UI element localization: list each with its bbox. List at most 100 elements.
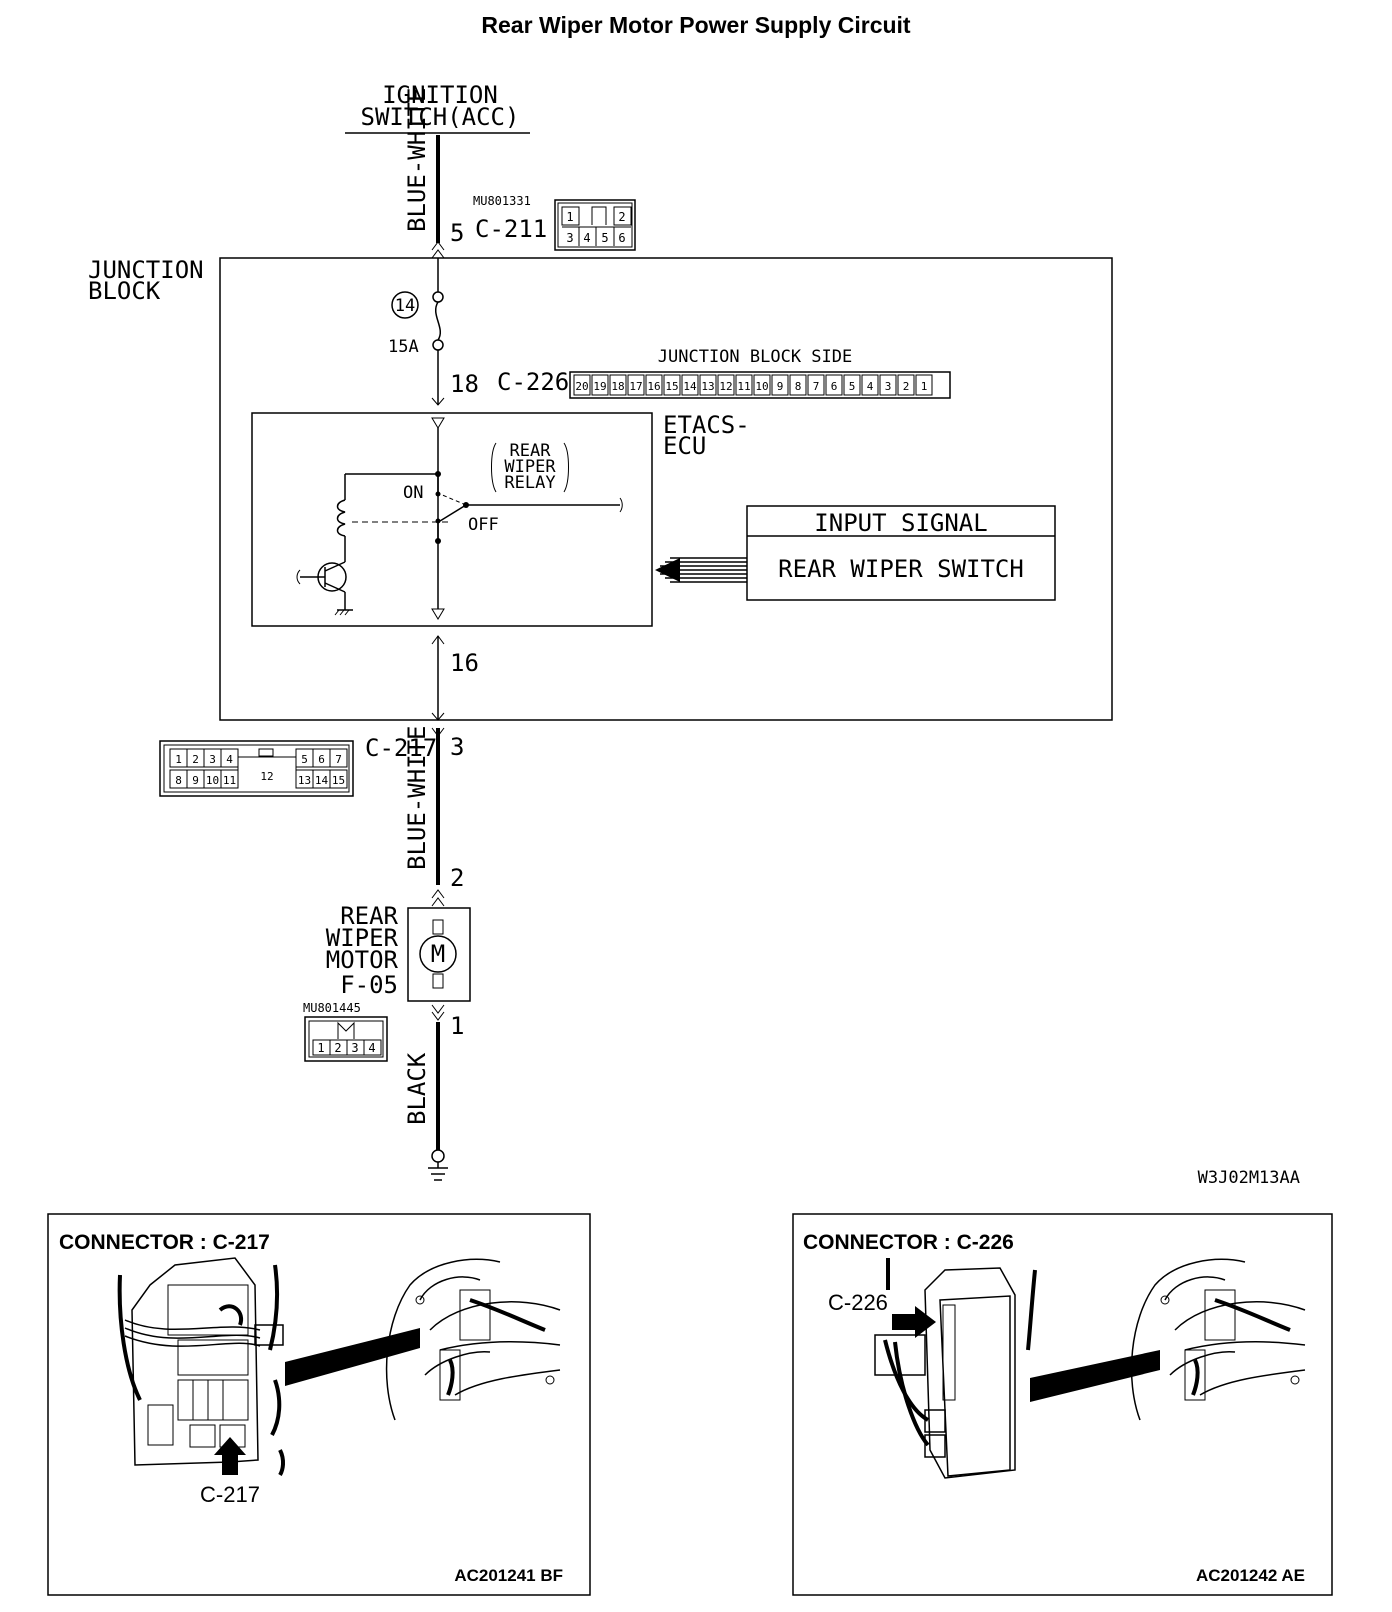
c226-pin-cell [789,374,807,396]
c226-pin: 7 [813,380,820,393]
c226-pin-cell [591,374,609,396]
c217-pin-cell [329,769,348,789]
c226-pin-cell [771,374,789,396]
wire-color-bottom: BLACK [403,1052,431,1125]
c211-pin: 1 [566,210,573,224]
motor-symbol-circle [419,935,457,973]
c217-pin-cell [220,769,239,789]
panel-code-right: AC201242 AE [1196,1566,1305,1585]
panel-callout-c217: C-217 [200,1482,260,1507]
fuse-number: 14 [395,296,415,316]
f05-pin: 4 [368,1041,375,1055]
dashboard-illustration [385,1258,561,1421]
ignition-label-line1: IGNITION [382,81,498,109]
etacs-label-line2: ECU [663,432,706,460]
c226-pin: 11 [737,380,750,393]
connector-mark [431,889,445,899]
c226-pin: 18 [611,380,624,393]
c211-pin: 2 [618,210,625,224]
c211-pin: 4 [583,231,590,245]
etacs-ecu-box [251,412,653,627]
c226-pin: 15 [665,380,678,393]
connector-mark [431,241,445,251]
wire-color-mid: BLUE-WHITE [403,726,431,871]
connector-mark [431,1011,445,1021]
pin-motor-out: 1 [450,1012,464,1040]
c226-pin-cell [717,374,735,396]
pointer-wedge [1030,1350,1160,1402]
c226-pin-cell [645,374,663,396]
pin-ecu-out: 16 [450,649,479,677]
c226-pin-cell [609,374,627,396]
c217-pin: 6 [318,753,325,766]
c217-pin: 10 [206,774,219,787]
junction-block-side-label: JUNCTION BLOCK SIDE [658,347,852,367]
c211-part-number: MU801331 [473,194,531,208]
c217-pin: 2 [192,753,199,766]
input-signal-box: INPUT SIGNAL REAR WIPER SWITCH [655,505,1056,601]
relay-contact-arm [439,504,467,522]
fuse-rating: 15A [388,337,419,357]
c217-pin: 12 [260,770,273,783]
diagram-title: Rear Wiper Motor Power Supply Circuit [481,12,911,38]
rear-wiper-motor: 2 M REAR WIPER MOTOR F-05 1 [326,864,471,1040]
ground-icon [428,1149,448,1181]
relay-label-line3: RELAY [504,473,555,493]
fuse-terminal [432,291,444,303]
pin-ignition: 5 [450,219,464,247]
c217-cavity [237,756,297,770]
c226-pin-cell [807,374,825,396]
motor-label-line2: WIPER [326,924,399,952]
c211-pin: 5 [601,231,608,245]
ignition-switch: IGNITION SWITCH(ACC) [345,81,530,134]
c217-pin: 13 [298,774,311,787]
c226-pin: 9 [777,380,784,393]
c217-pin: 11 [223,774,236,787]
c226-pin: 4 [867,380,874,393]
fuse-number-circle [391,291,419,319]
motor-box [407,907,471,1002]
pin-motor-in: 2 [450,864,464,892]
junction-block-label-line2: BLOCK [88,277,161,305]
c226-pin-cell [861,374,879,396]
c217-pin: 15 [332,774,345,787]
junction-block-label-line1: JUNCTION [88,256,204,284]
input-signal-label: INPUT SIGNAL [814,509,987,537]
c211-pin: 6 [618,231,625,245]
pointer-wedge [285,1328,420,1386]
c217-pin-cell [329,748,348,768]
c211-body [554,199,636,251]
c217-body [159,740,354,797]
c226-pin-cell [753,374,771,396]
relay-on-label: ON [403,483,423,503]
connector-f05: MU801445 1 2 3 4 [303,1001,388,1062]
rear-wiper-relay: REAR WIPER RELAY ON OFF [296,428,623,616]
c211-name: C-211 [475,215,547,243]
ignition-label-line2: SWITCH(ACC) [361,103,520,131]
c226-pin: 13 [701,380,714,393]
connector-mark [431,635,445,645]
callout-arrow-icon [214,1437,246,1475]
c226-pin-cell [825,374,843,396]
motor-label-line1: REAR [340,902,398,930]
f05-body [304,1016,388,1062]
c217-pin: 9 [192,774,199,787]
c226-pin: 1 [921,380,928,393]
junction-block-illustration [117,1257,285,1477]
terminal-arrow [431,608,445,620]
c226-pin: 17 [629,380,642,393]
c217-pin: 14 [315,774,329,787]
terminal-arrow [431,417,445,429]
c226-pin: 16 [647,380,660,393]
c226-pin: 20 [575,380,588,393]
c226-pin-cell [915,374,933,396]
connector-mark [431,1004,445,1014]
c226-pin: 8 [795,380,802,393]
c211-pin: 3 [566,231,573,245]
panel-callout-c226: C-226 [828,1290,888,1315]
f05-pin: 2 [334,1041,341,1055]
c226-pin-cell [681,374,699,396]
